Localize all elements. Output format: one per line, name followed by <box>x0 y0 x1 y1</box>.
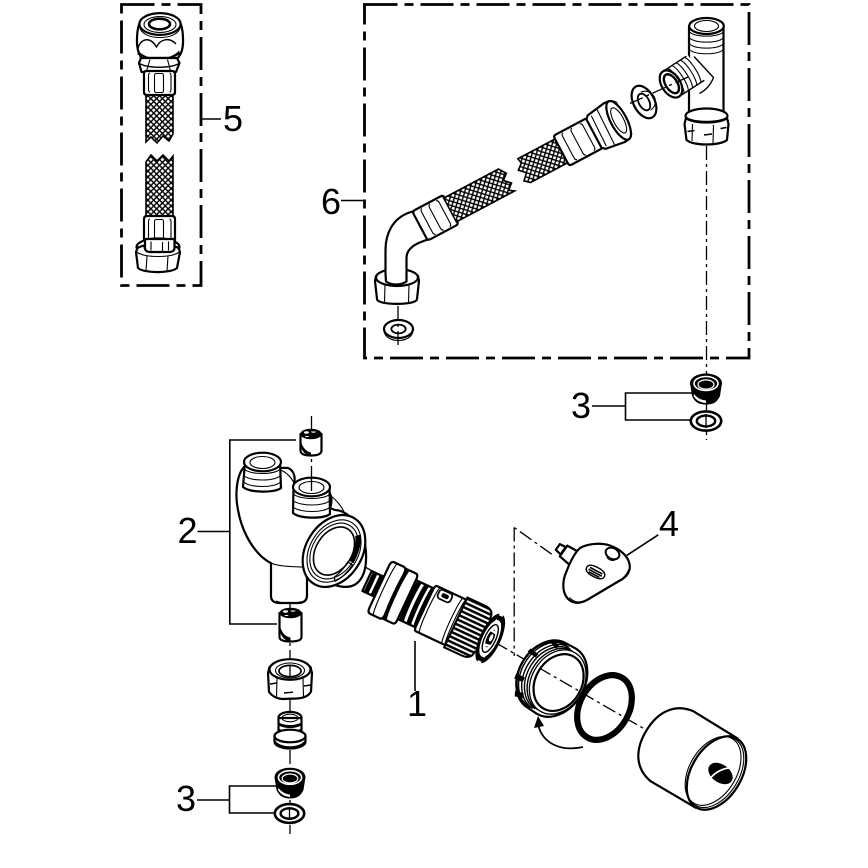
svg-text:6: 6 <box>321 181 341 222</box>
svg-text:5: 5 <box>223 98 243 139</box>
svg-text:3: 3 <box>571 385 591 426</box>
svg-text:1: 1 <box>407 683 427 724</box>
svg-text:4: 4 <box>659 503 679 544</box>
svg-text:2: 2 <box>178 510 198 551</box>
svg-text:3: 3 <box>176 778 196 819</box>
